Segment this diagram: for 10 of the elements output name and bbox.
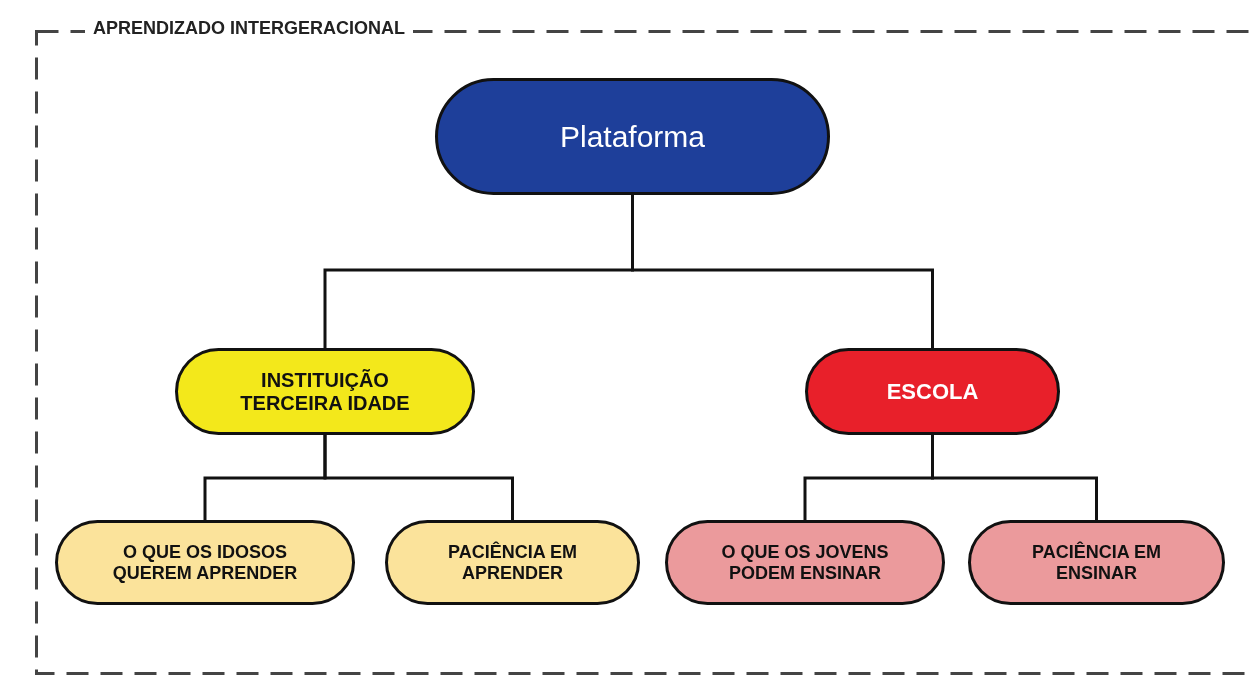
node-label: INSTITUIÇÃO TERCEIRA IDADE: [239, 368, 411, 415]
connector-line: [631, 195, 934, 348]
node-label: O QUE OS IDOSOS QUEREM APRENDER: [111, 541, 299, 584]
connector-line: [323, 435, 514, 520]
node-label: ESCOLA: [885, 378, 980, 405]
node-label: PACIÊNCIA EM ENSINAR: [1031, 541, 1162, 584]
node-label: Plataforma: [558, 119, 707, 154]
node-label: O QUE OS JOVENS PODEM ENSINAR: [720, 541, 890, 584]
node-label: PACIÊNCIA EM APRENDER: [447, 541, 578, 584]
connector-line: [931, 435, 1098, 520]
